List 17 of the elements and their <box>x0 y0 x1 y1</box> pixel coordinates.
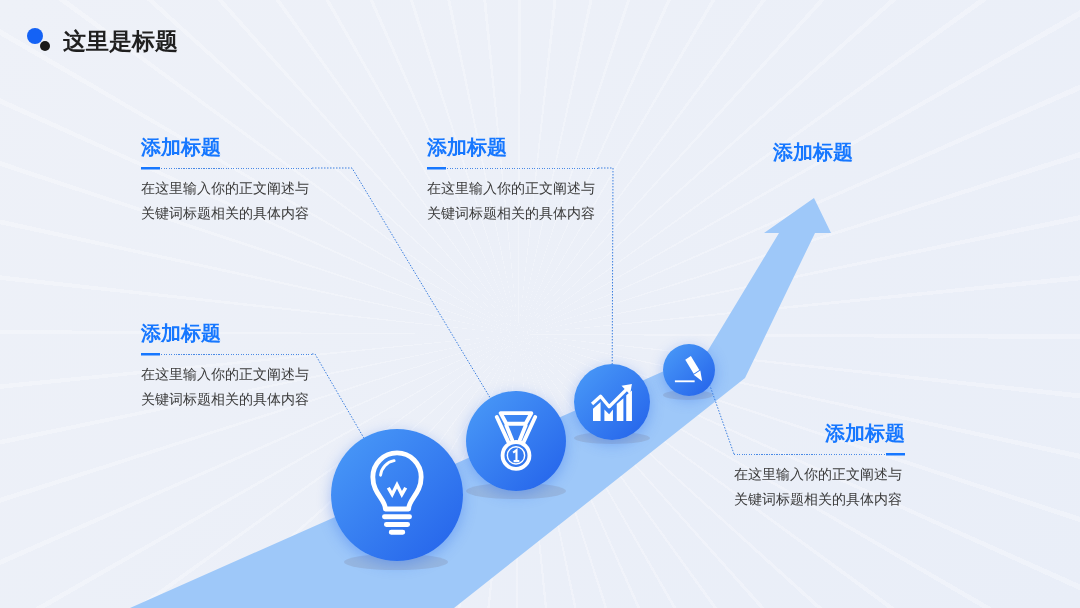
body-text: 在这里输入你的正文阐述与关键词标题相关的具体内容 <box>141 366 310 409</box>
leader-line <box>311 353 365 439</box>
icon-circle <box>331 429 463 561</box>
body-text: 在这里输入你的正文阐述与关键词标题相关的具体内容 <box>141 180 310 223</box>
icon-circle <box>466 391 566 491</box>
slide-title: 这里是标题 <box>63 27 178 55</box>
heading: 添加标题 <box>773 140 853 164</box>
heading: 添加标题 <box>825 421 905 445</box>
body-text: 在这里输入你的正文阐述与关键词标题相关的具体内容 <box>734 466 903 509</box>
heading: 添加标题 <box>141 135 221 159</box>
leader-line <box>597 167 614 365</box>
heading: 添加标题 <box>427 135 507 159</box>
leader-line <box>709 385 735 455</box>
icon-circle <box>574 364 650 440</box>
heading: 添加标题 <box>141 321 221 345</box>
leader-line <box>311 167 491 399</box>
body-text: 在这里输入你的正文阐述与关键词标题相关的具体内容 <box>427 180 596 223</box>
